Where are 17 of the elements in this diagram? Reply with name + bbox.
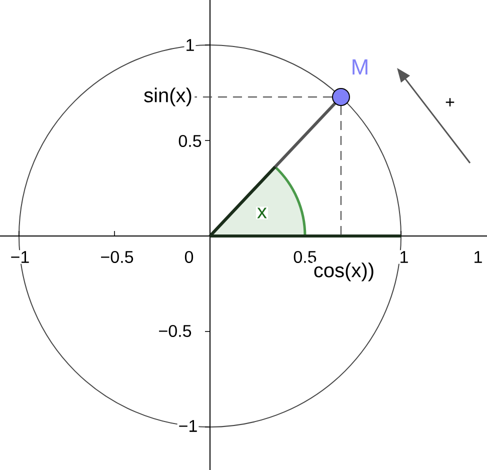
tick-label: −0.5 [157, 324, 193, 338]
tick-label: 1 [184, 38, 196, 52]
tick-label: −1 [9, 250, 31, 264]
direction-sign: + [444, 97, 456, 109]
tick-label: 1 [398, 250, 410, 264]
tick-label: 1 [472, 250, 484, 264]
tick-label: −0.5 [99, 250, 135, 264]
dashed-line [340, 105, 342, 236]
tick-label: 0.5 [292, 250, 318, 264]
angle-label: x [256, 206, 268, 220]
axis-value-label: sin(x) [144, 88, 192, 106]
axis-value-label: cos(x)) [312, 262, 376, 282]
point-label: M [352, 59, 368, 75]
dashed-line [194, 96, 332, 98]
tick-label: 0 [183, 250, 195, 264]
tick-label: 0.5 [177, 134, 203, 148]
tick-label: −1 [177, 419, 199, 433]
